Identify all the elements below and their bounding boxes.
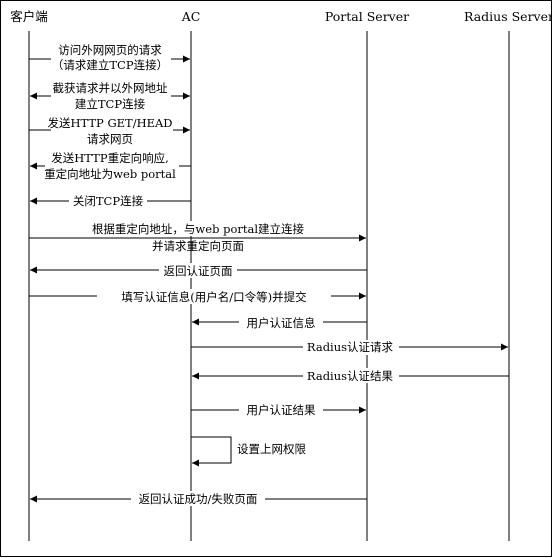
message-label-2b: 建立TCP连接 — [75, 97, 146, 111]
participant-portal-label: Portal Server — [325, 9, 409, 24]
message-label-8: 填写认证信息(用户名/口令等)并提交 — [121, 290, 307, 304]
participant-ac-label: AC — [181, 9, 201, 24]
message-label-14: 返回认证成功/失败页面 — [139, 492, 258, 506]
message-label-2a: 截获请求并以外网地址 — [53, 81, 168, 95]
message-label-4b: 重定向地址为web portal — [44, 167, 176, 181]
message-label-4a: 发送HTTP重定向响应, — [51, 151, 168, 165]
message-label-9: 用户认证信息 — [247, 316, 316, 330]
message-arrow-13-self-loop — [191, 436, 232, 467]
message-label-3a: 发送HTTP GET/HEAD — [47, 116, 172, 130]
participant-radius-label: Radius Server — [464, 9, 552, 24]
message-label-6a: 根据重定向地址，与web portal建立连接 — [92, 222, 305, 236]
message-label-1a: 访问外网网页的请求 — [58, 43, 162, 57]
participant-client-label: 客户端 — [10, 9, 48, 24]
message-label-7: 返回认证页面 — [164, 264, 233, 278]
message-label-3b: 请求网页 — [87, 132, 133, 146]
message-label-5: 关闭TCP连接 — [73, 194, 144, 208]
message-label-13: 设置上网权限 — [237, 442, 306, 456]
message-label-6b: 并请求重定向页面 — [152, 239, 244, 253]
message-label-11: Radius认证结果 — [307, 369, 394, 383]
message-label-12: 用户认证结果 — [247, 403, 316, 417]
message-label-1b: （请求建立TCP连接） — [52, 58, 168, 72]
message-label-10: Radius认证请求 — [307, 340, 394, 354]
